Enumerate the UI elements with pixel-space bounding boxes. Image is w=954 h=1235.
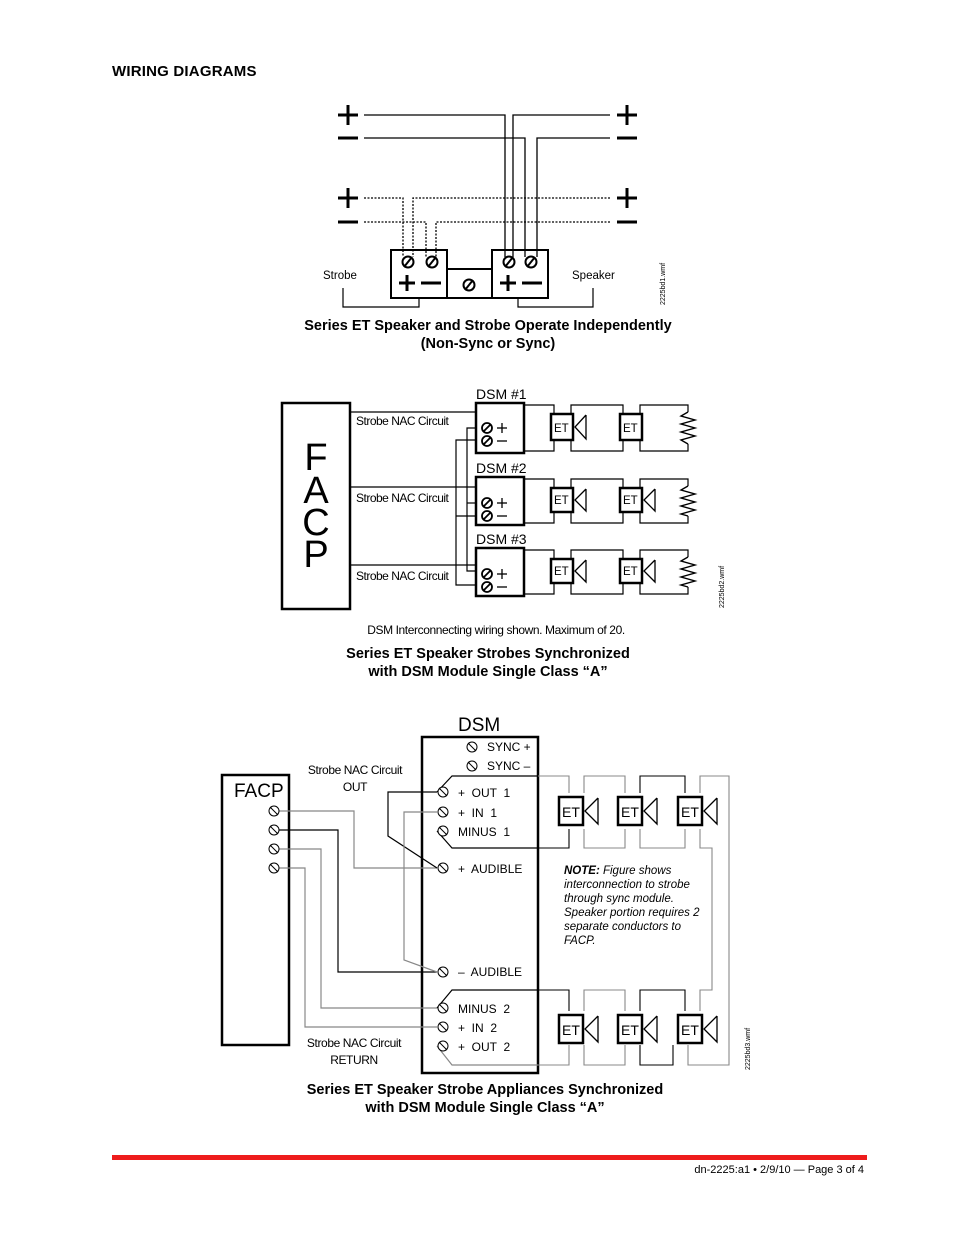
caption-1-line1: Series ET Speaker and Strobe Operate Ind… <box>304 318 672 334</box>
et-devices <box>557 795 704 1045</box>
terminal-sync-plus: SYNC + <box>487 740 531 754</box>
terminal-symbols-right <box>617 105 637 224</box>
screw-icons <box>401 255 538 292</box>
nac-circuit-label-2: Strobe NAC Circuit <box>356 491 450 505</box>
terminal-in-1: + IN 1 <box>458 806 497 820</box>
note-body: Figure shows interconnection to strobe t… <box>564 865 700 947</box>
terminal-out-1: + OUT 1 <box>458 786 510 800</box>
terminal-minus-2: MINUS 2 <box>458 1002 510 1016</box>
section-title: WIRING DIAGRAMS <box>112 63 257 80</box>
terminal-in-2: + IN 2 <box>458 1021 497 1035</box>
caption-1: Series ET Speaker and Strobe Operate Ind… <box>240 317 736 353</box>
et-devices <box>549 412 644 585</box>
facp-letter-a: A <box>303 470 329 512</box>
nac-circuit-label-1: Strobe NAC Circuit <box>356 414 450 428</box>
terminal-minus-audible: – AUDIBLE <box>458 965 522 979</box>
terminal-screw-slots <box>269 742 477 1051</box>
note-text: NOTE: Figure shows interconnection to st… <box>564 864 704 948</box>
et-loop-wires <box>538 775 730 1066</box>
speaker-horn-icons <box>574 414 656 584</box>
speaker-horn-icons <box>584 797 718 1044</box>
facp-letter-f: F <box>304 437 327 479</box>
dsm-label-1: DSM #1 <box>476 386 527 402</box>
polarity-marks <box>399 275 542 291</box>
et-label: ET <box>623 495 638 507</box>
file-id: 2225bd3.wmf <box>745 1028 752 1070</box>
facp-panel <box>280 401 352 611</box>
dsm-screws <box>481 422 493 593</box>
dsm-label-2: DSM #2 <box>476 460 527 476</box>
facp-letter-c: C <box>302 502 329 544</box>
dsm-title: DSM <box>458 715 500 736</box>
nac-circuit-label-3: Strobe NAC Circuit <box>356 569 450 583</box>
note-label: NOTE: <box>564 865 600 877</box>
et-label: ET <box>554 423 569 435</box>
nac-wires <box>350 411 476 566</box>
caption-2-line2: with DSM Module Single Class “A” <box>368 664 608 680</box>
speaker-bracket <box>517 288 594 308</box>
nac-out-label-2: OUT <box>343 780 368 794</box>
file-id: 2225bd2.wmf <box>719 566 726 608</box>
terminal-minus-1: MINUS 1 <box>458 825 510 839</box>
strobe-bracket <box>342 288 420 308</box>
terminal-plus-audible: + AUDIBLE <box>458 862 522 876</box>
caption-2-line1: Series ET Speaker Strobes Synchronized <box>346 646 630 662</box>
interconnect-note: DSM Interconnecting wiring shown. Maximu… <box>367 623 625 637</box>
caption-2: Series ET Speaker Strobes Synchronized w… <box>240 645 736 681</box>
et-label: ET <box>623 423 638 435</box>
et-label: ET <box>681 804 699 820</box>
file-id: 2225bd1.wmf <box>660 263 667 305</box>
strobe-label: Strobe <box>323 270 357 282</box>
dsm-modules <box>474 401 526 598</box>
eol-resistors <box>678 411 698 588</box>
nac-return-label-1: Strobe NAC Circuit <box>307 1036 402 1050</box>
et-label: ET <box>562 804 580 820</box>
footer-text: dn-2225:a1 • 2/9/10 — Page 3 of 4 <box>694 1164 864 1176</box>
et-label: ET <box>554 566 569 578</box>
strobe-wires <box>364 197 610 257</box>
dsm-module <box>420 735 540 1075</box>
caption-3: Series ET Speaker Strobe Appliances Sync… <box>210 1081 760 1117</box>
nac-out-label-1: Strobe NAC Circuit <box>308 763 403 777</box>
nac-return-label-2: RETURN <box>330 1053 378 1067</box>
caption-3-line1: Series ET Speaker Strobe Appliances Sync… <box>306 1082 664 1098</box>
speaker-terminal-block <box>491 249 549 299</box>
diagram-dsm-multi: ET ET ET ET ET ET DSM #1 DSM #2 DSM #3 S… <box>280 386 726 637</box>
caption-1-line2: (Non-Sync or Sync) <box>420 336 556 352</box>
terminal-screws <box>268 741 478 1052</box>
terminal-sync-minus: SYNC – <box>487 759 531 773</box>
terminal-symbols-left <box>338 105 358 224</box>
et-label: ET <box>621 804 639 820</box>
terminal-out-2: + OUT 2 <box>458 1040 510 1054</box>
device-loop-wires <box>524 404 689 595</box>
et-label: ET <box>623 566 638 578</box>
et-label: ET <box>562 1022 580 1038</box>
speaker-wires <box>364 114 610 257</box>
dsm-label-3: DSM #3 <box>476 531 527 547</box>
diagram-independent: Strobe Speaker 2225bd1.wmf <box>323 105 667 308</box>
facp-wires <box>279 775 538 1066</box>
facp-title: FACP <box>234 781 284 802</box>
footer-rule <box>112 1155 867 1160</box>
et-label: ET <box>621 1022 639 1038</box>
et-label: ET <box>681 1022 699 1038</box>
caption-3-line2: with DSM Module Single Class “A” <box>365 1100 605 1116</box>
facp-letter-p: P <box>303 534 328 576</box>
facp-panel <box>220 773 291 1047</box>
dsm-interconnect-wires <box>455 427 476 586</box>
et-label: ET <box>554 495 569 507</box>
speaker-label: Speaker <box>572 270 615 282</box>
diagram-dsm-class-a: SYNC + SYNC – + OUT 1 + IN 1 MINUS 1 + A… <box>220 715 752 1075</box>
plus-minus-marks <box>497 423 507 588</box>
